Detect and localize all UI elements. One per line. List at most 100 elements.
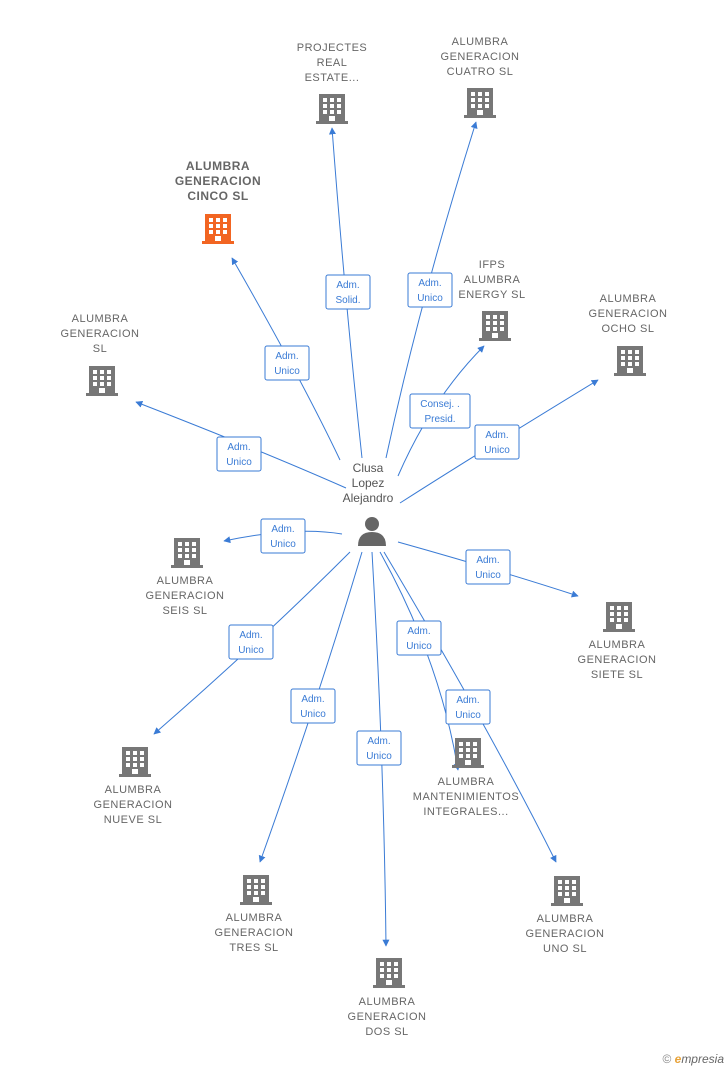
role-badge-box: [474, 424, 520, 460]
company-name-line: GENERACION: [348, 1011, 427, 1023]
company-node-mantenimientos[interactable]: ALUMBRAMANTENIMIENTOSINTEGRALES...: [413, 776, 519, 818]
role-badge-cinco[interactable]: Adm.Unico: [264, 345, 310, 381]
role-badge-nueve[interactable]: Adm. Unico: [228, 624, 274, 660]
company-name-line: SL: [93, 343, 107, 355]
building-icon[interactable]: [452, 738, 484, 768]
role-badge-box: [356, 730, 402, 766]
role-text: Unico: [226, 457, 252, 468]
role-text: Adm.: [239, 630, 262, 641]
role-text: Unico: [455, 710, 481, 721]
company-name-line: GENERACION: [94, 799, 173, 811]
company-name-line: REAL: [317, 57, 348, 69]
role-text: Adm.: [301, 694, 324, 705]
role-text: Adm.: [407, 626, 430, 637]
role-badge-box: [216, 436, 262, 472]
role-text: Adm.: [275, 351, 298, 362]
footer-brand: © empresia: [662, 1052, 724, 1066]
company-name-line: GENERACION: [578, 654, 657, 666]
building-icon[interactable]: [171, 538, 203, 568]
role-badge-ocho[interactable]: Adm.Unico: [474, 424, 520, 460]
company-name-line: ALUMBRA: [72, 313, 129, 325]
role-badge-box: [228, 624, 274, 660]
edge-mantenimientos: [379, 551, 461, 771]
company-node-nueve[interactable]: ALUMBRA GENERACION NUEVE SL: [94, 784, 173, 826]
role-badge-seis[interactable]: Adm.Unico: [260, 518, 306, 554]
building-icon[interactable]: [240, 875, 272, 905]
role-badge-box: [290, 688, 336, 724]
role-text: Unico: [406, 641, 432, 652]
role-text: Unico: [366, 751, 392, 762]
building-icon[interactable]: [119, 747, 151, 777]
company-name-line: PROJECTES: [297, 42, 368, 54]
role-text: Consej. .: [420, 399, 459, 410]
building-icon[interactable]: [86, 366, 118, 396]
building-icon[interactable]: [551, 876, 583, 906]
company-name-line: ALUMBRA: [359, 996, 416, 1008]
company-name-line: ENERGY SL: [458, 289, 525, 301]
role-badge-sl[interactable]: Adm.Unico: [216, 436, 262, 472]
company-name-line: GENERACION: [526, 928, 605, 940]
company-node-projectes[interactable]: PROJECTESREALESTATE...: [297, 42, 368, 84]
company-name-line: CINCO SL: [187, 189, 248, 203]
role-badge-box: [264, 345, 310, 381]
building-icon[interactable]: [614, 346, 646, 376]
building-icon[interactable]: [316, 94, 348, 124]
company-name-line: NUEVE SL: [104, 814, 162, 826]
role-badge-tres[interactable]: Adm.Unico: [290, 688, 336, 724]
role-text: Adm.: [271, 524, 294, 535]
role-badge-projectes[interactable]: Adm.Solid.: [325, 274, 371, 310]
company-name-line: CUATRO SL: [447, 66, 514, 78]
role-badge-box: [396, 620, 442, 656]
company-name-line: GENERACION: [175, 174, 261, 188]
building-icon[interactable]: [603, 602, 635, 632]
role-text: Adm.: [367, 736, 390, 747]
company-name-line: SIETE SL: [591, 669, 643, 681]
role-text: Adm.: [476, 555, 499, 566]
company-name-line: MANTENIMIENTOS: [413, 791, 519, 803]
company-name-line: ALUMBRA: [600, 293, 657, 305]
company-name-line: GENERACION: [589, 308, 668, 320]
company-name-line: INTEGRALES...: [423, 806, 508, 818]
role-badge-cuatro[interactable]: Adm. Unico: [407, 272, 453, 308]
building-icon[interactable]: [202, 214, 234, 244]
role-badge-uno[interactable]: Adm.Unico: [445, 689, 491, 725]
copyright-symbol: ©: [662, 1052, 672, 1066]
role-text: Unico: [475, 570, 501, 581]
company-name-line: SEIS SL: [162, 605, 207, 617]
company-node-sl[interactable]: ALUMBRA GENERACION SL: [61, 313, 140, 355]
company-name-line: ALUMBRA: [186, 159, 250, 173]
role-text: Adm.: [336, 280, 359, 291]
role-badge-box: [407, 272, 453, 308]
nodes-layer: Adm.Solid.PROJECTESREALESTATE...Adm.Unic…: [61, 36, 668, 1038]
role-text: Adm.: [418, 278, 441, 289]
company-name-line: ALUMBRA: [105, 784, 162, 796]
building-icon[interactable]: [373, 958, 405, 988]
role-badge-ifps[interactable]: Consej. .Presid.: [409, 393, 471, 429]
role-text: Unico: [417, 293, 443, 304]
brand-name: mpresia: [681, 1052, 724, 1066]
role-badge-mantenimientos[interactable]: Adm. Unico: [396, 620, 442, 656]
brand-initial: e: [674, 1052, 682, 1066]
role-badge-box: [445, 689, 491, 725]
building-icon[interactable]: [464, 88, 496, 118]
person-name-line: Alejandro: [343, 491, 394, 505]
role-badge-box: [409, 393, 471, 429]
building-icon[interactable]: [479, 311, 511, 341]
person-icon: [358, 517, 386, 546]
role-badge-siete[interactable]: Adm. Unico: [465, 549, 511, 585]
company-name-line: GENERACION: [61, 328, 140, 340]
role-badge-box: [325, 274, 371, 310]
role-text: Unico: [238, 645, 264, 656]
role-badge-dos[interactable]: Adm. Unico: [356, 730, 402, 766]
